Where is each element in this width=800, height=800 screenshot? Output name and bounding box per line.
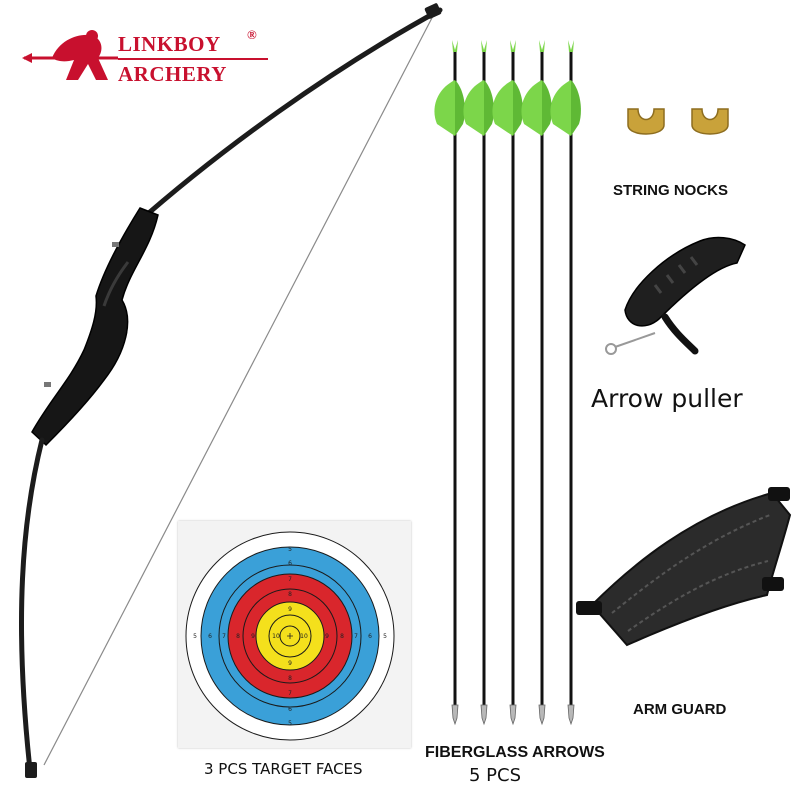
upper-limb: [132, 7, 443, 228]
target-ring-number: 6: [288, 560, 292, 567]
label-target-faces: 3 PCS TARGET FACES: [204, 760, 363, 778]
target-ring-number: 7: [288, 690, 292, 697]
brand-divider: [118, 58, 268, 60]
target-ring-number: 6: [208, 633, 212, 640]
target-face-card: 5 6 7 8 9 9 8 7 6 5 5 6 7 8 9 10 10 9 8 7 6 5: [178, 521, 411, 748]
target-face-icon: 5 6 7 8 9 9 8 7 6 5 5 6 7 8 9 10 10 9 8 7 6 5: [185, 531, 395, 741]
target-ring-number: 10: [300, 633, 308, 640]
target-center-cross: [287, 633, 293, 639]
arrow-icon: [521, 40, 552, 726]
target-ring-number: 5: [288, 546, 292, 553]
label-arm-guard: ARM GUARD: [633, 701, 727, 718]
target-ring-number: 5: [383, 633, 387, 640]
target-ring-number: 7: [354, 633, 358, 640]
label-arrow-count: 5 PCS: [469, 765, 522, 786]
label-fiberglass-arrows: FIBERGLASS ARROWS: [425, 744, 605, 761]
arrows-group: [434, 40, 581, 726]
arrow-icon: [492, 40, 523, 726]
brand-logo: LINKBOY ® ARCHERY: [22, 28, 272, 88]
lower-limb: [18, 437, 45, 773]
label-string-nocks: STRING NOCKS: [613, 182, 729, 199]
target-ring-number: 9: [288, 660, 292, 667]
bow-icon: [18, 3, 443, 778]
arm-guard-icon: [576, 487, 792, 647]
registered-mark: ®: [247, 27, 258, 42]
target-ring-number: 7: [288, 576, 292, 583]
target-ring-number: 10: [272, 633, 280, 640]
bow-riser: [31, 207, 159, 447]
target-ring-number: 8: [288, 675, 292, 682]
target-ring-number: 6: [288, 706, 292, 713]
brand-line-1: LINKBOY: [118, 32, 221, 56]
string-nock-icon: [627, 108, 665, 135]
target-ring-number: 9: [288, 606, 292, 613]
brand-line-2: ARCHERY: [118, 62, 227, 86]
target-ring-number: 5: [288, 720, 292, 727]
target-ring-number: 5: [193, 633, 197, 640]
target-ring-number: 8: [288, 591, 292, 598]
target-ring-number: 6: [368, 633, 372, 640]
target-ring-number: 8: [236, 633, 240, 640]
arrow-puller-icon: [605, 236, 746, 355]
target-ring-number: 8: [340, 633, 344, 640]
arrow-icon: [434, 40, 465, 726]
archer-logo-icon: [22, 30, 118, 80]
target-ring-number: 9: [251, 633, 255, 640]
string-nock-icon: [691, 108, 729, 135]
bow-string: [43, 13, 435, 766]
label-arrow-puller: Arrow puller: [591, 384, 743, 413]
arrow-icon: [550, 40, 581, 726]
arrow-icon: [463, 40, 494, 726]
target-ring-number: 9: [325, 633, 329, 640]
target-ring-number: 7: [222, 633, 226, 640]
